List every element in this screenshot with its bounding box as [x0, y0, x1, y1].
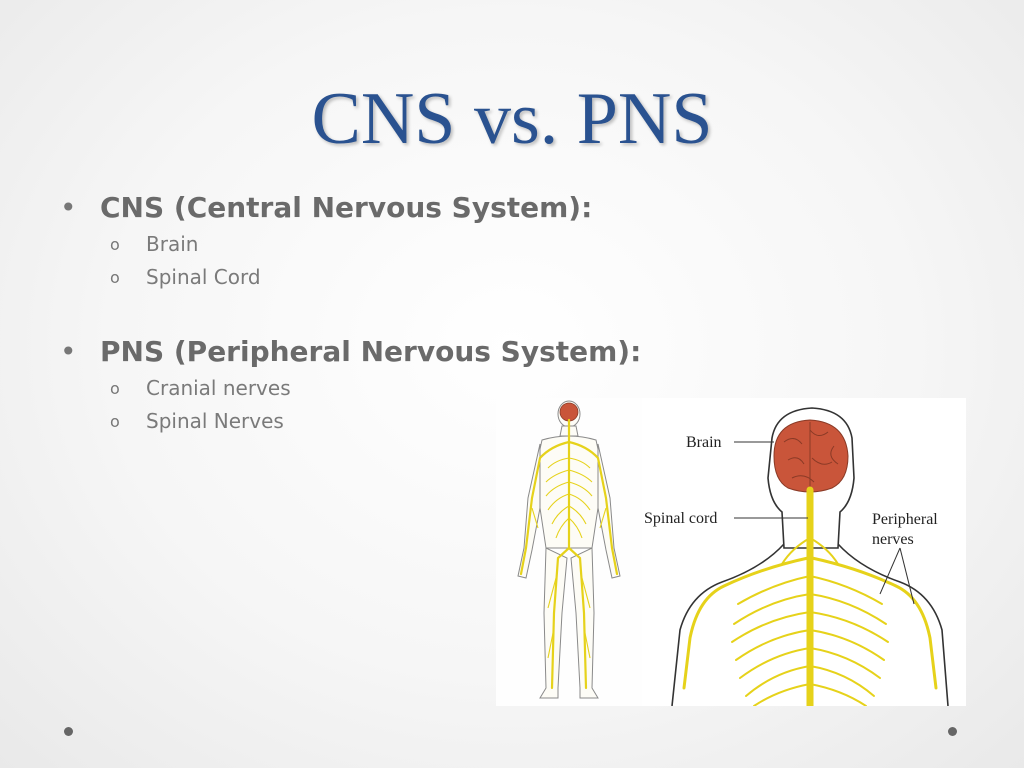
- bullet-cns-text: CNS (Central Nervous System):: [100, 191, 593, 224]
- bullet-cns: • CNS (Central Nervous System):: [60, 188, 680, 228]
- corner-dot-right: [948, 727, 957, 736]
- upper-body-nervous-system-illustration: Brain Spinal cord Peripheral nerves: [642, 398, 966, 710]
- sub-bullet-icon: o: [110, 379, 120, 398]
- bullet-icon: •: [60, 335, 77, 368]
- sub-bullet-spinal-cord: o Spinal Cord: [60, 261, 680, 294]
- label-peripheral-line2: nerves: [872, 531, 914, 548]
- bullet-icon: •: [60, 191, 77, 224]
- label-brain: Brain: [686, 434, 722, 451]
- sub-bullet-text: Spinal Nerves: [146, 409, 284, 433]
- sub-bullet-spinal-nerves: o Spinal Nerves: [60, 405, 680, 438]
- sub-bullet-cranial-nerves: o Cranial nerves: [60, 372, 680, 405]
- label-spinal-cord: Spinal cord: [644, 510, 717, 527]
- label-peripheral-line1: Peripheral: [872, 511, 938, 528]
- body-figure-svg: [517, 400, 621, 699]
- sub-bullet-brain: o Brain: [60, 228, 680, 261]
- bullet-pns: • PNS (Peripheral Nervous System):: [60, 332, 680, 372]
- slide-title: CNS vs. PNS: [311, 78, 713, 160]
- sub-bullet-text: Spinal Cord: [146, 265, 261, 289]
- bullet-list: • CNS (Central Nervous System): o Brain …: [60, 188, 680, 438]
- sub-bullet-text: Brain: [146, 232, 199, 256]
- sub-bullet-icon: o: [110, 268, 120, 287]
- body-nervous-system-illustration: [496, 398, 642, 706]
- upper-body-figure-svg: Brain Spinal cord Peripheral nerves: [644, 407, 949, 710]
- corner-dot-left: [64, 727, 73, 736]
- sub-bullet-icon: o: [110, 235, 120, 254]
- sub-bullet-text: Cranial nerves: [146, 376, 291, 400]
- bullet-pns-text: PNS (Peripheral Nervous System):: [100, 335, 642, 368]
- sub-bullet-icon: o: [110, 412, 120, 431]
